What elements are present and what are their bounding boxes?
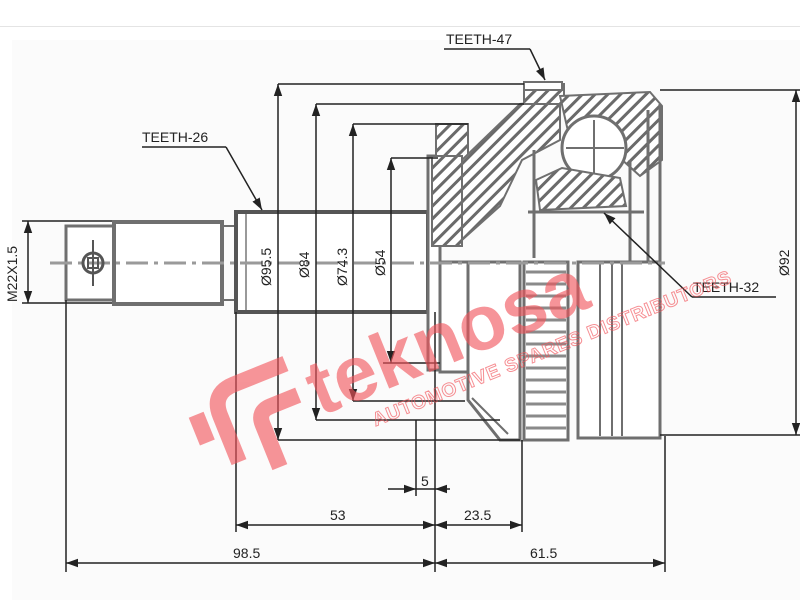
thread-end-symbol (81, 240, 105, 286)
callout-teeth-47: TEETH-47 (446, 31, 512, 47)
diameter-74-3-label: Ø74.3 (334, 248, 350, 286)
diameter-54-label: Ø54 (372, 249, 388, 276)
top-bar (0, 0, 800, 27)
diameter-95-5-label: Ø95.5 (258, 248, 274, 286)
diameter-92-label: Ø92 (776, 249, 792, 276)
length-98-5-label: 98.5 (233, 545, 260, 561)
length-53-label: 53 (330, 507, 346, 523)
watermark-logo-icon (188, 356, 302, 471)
abs-ring-teeth (526, 270, 566, 430)
thread-spec-label: M22X1.5 (4, 246, 20, 302)
callout-teeth-26: TEETH-26 (142, 129, 208, 145)
drawing-background (12, 40, 800, 600)
diameter-84-label: Ø84 (296, 251, 312, 278)
length-5-label: 5 (421, 473, 429, 489)
callout-teeth-32: TEETH-32 (693, 279, 759, 295)
length-23-5-label: 23.5 (464, 507, 491, 523)
dimension-lines (22, 48, 800, 572)
length-61-5-label: 61.5 (530, 545, 557, 561)
